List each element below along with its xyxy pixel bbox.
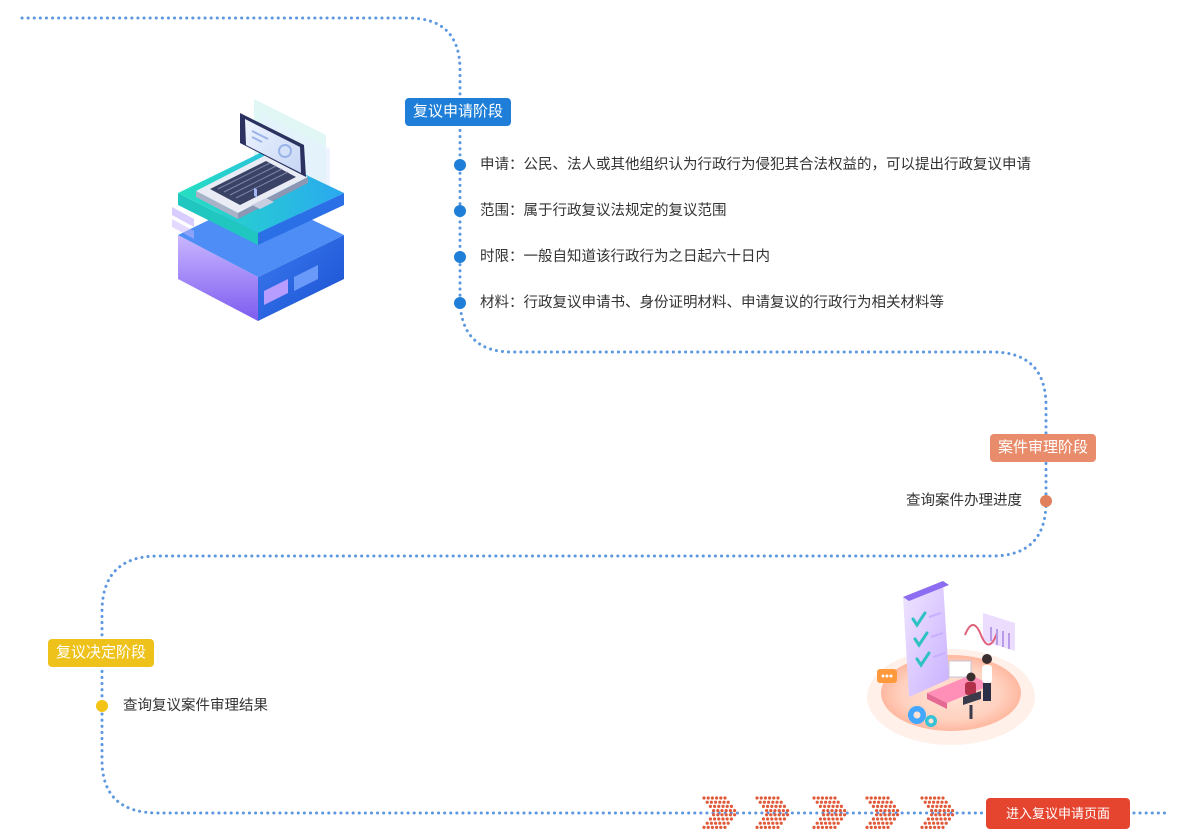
query-case-progress-link[interactable]: 查询案件办理进度	[906, 493, 1022, 509]
apply-item-application: 申请：公民、法人或其他组织认为行政行为侵犯其合法权益的，可以提出行政复议申请	[480, 157, 1031, 173]
bullet-dot	[454, 205, 466, 217]
stage-decide-badge: 复议决定阶段	[48, 639, 155, 667]
apply-item-materials: 材料：行政复议申请书、身份证明材料、申请复议的行政行为相关材料等	[480, 295, 944, 311]
stage-review-badge: 案件审理阶段	[990, 434, 1097, 462]
checklist-office-illustration	[867, 581, 1035, 745]
apply-item-time-limit: 时限：一般自知道该行政行为之日起六十日内	[480, 249, 770, 265]
chevron-arrows-icon	[865, 796, 900, 829]
bullet-dot	[454, 251, 466, 263]
chevron-arrows-icon	[812, 796, 847, 829]
stage-apply-badge: 复议申请阶段	[405, 98, 512, 126]
bullet-dot	[454, 159, 466, 171]
laptop-server-illustration	[172, 99, 344, 321]
query-review-result-link[interactable]: 查询复议案件审理结果	[123, 698, 268, 714]
apply-item-scope: 范围：属于行政复议法规定的复议范围	[480, 203, 727, 219]
chevron-arrows-icon	[920, 796, 955, 829]
bullet-dot	[454, 297, 466, 309]
bullet-dot	[1040, 495, 1052, 507]
chevron-arrows-icon	[702, 796, 737, 829]
chevron-arrows-icon	[755, 796, 790, 829]
enter-review-application-button[interactable]: 进入复议申请页面	[986, 798, 1130, 829]
bullet-dot	[96, 700, 108, 712]
